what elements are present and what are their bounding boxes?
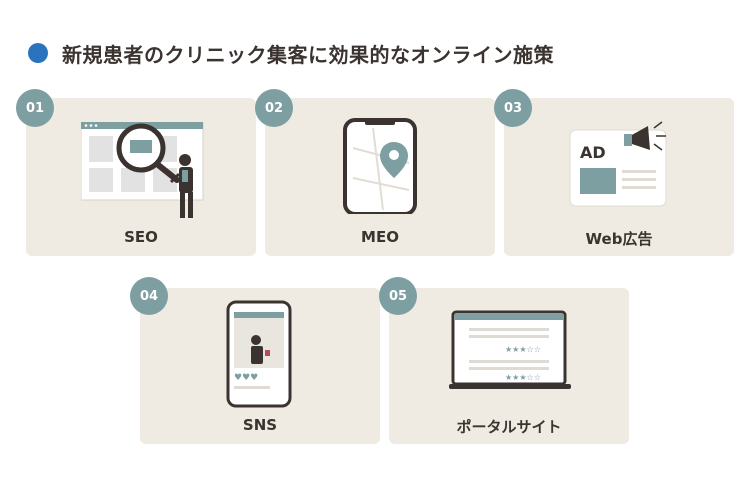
card-number-badge: 03 — [494, 89, 532, 127]
card-label: Web広告 — [585, 230, 653, 248]
card-number-badge: 04 — [130, 277, 168, 315]
ad-megaphone-icon: AD — [568, 120, 678, 214]
card-sns: ♥♥♥ SNS — [140, 288, 380, 444]
card-portal-site: ★★★☆☆ ★★★☆☆ ポータルサイト — [389, 288, 629, 444]
magnifier-on-webpage-icon — [80, 121, 211, 226]
review-laptop-icon: ★★★☆☆ ★★★☆☆ — [449, 310, 571, 398]
rating-stars: ★★★☆☆ — [505, 373, 541, 382]
card-label: MEO — [361, 228, 399, 246]
card-meo: MEO — [265, 98, 495, 256]
svg-text:♥♥♥: ♥♥♥ — [234, 373, 258, 383]
card-seo: SEO — [26, 98, 256, 256]
page-title: 新規患者のクリニック集客に効果的なオンライン施策 — [62, 42, 554, 67]
card-number-badge: 05 — [379, 277, 417, 315]
card-label: ポータルサイト — [456, 418, 562, 436]
card-label: SEO — [124, 228, 158, 246]
bullet-dot-icon — [28, 43, 48, 63]
social-phone-icon: ♥♥♥ — [226, 300, 296, 414]
card-label: SNS — [242, 416, 278, 434]
ad-text: AD — [580, 143, 606, 162]
rating-stars: ★★★☆☆ — [505, 345, 541, 354]
card-web-ad: AD Web広告 — [504, 98, 734, 256]
card-number-badge: 02 — [255, 89, 293, 127]
page-heading: 新規患者のクリニック集客に効果的なオンライン施策 — [28, 38, 554, 68]
map-pin-phone-icon — [343, 118, 419, 218]
card-number-badge: 01 — [16, 89, 54, 127]
